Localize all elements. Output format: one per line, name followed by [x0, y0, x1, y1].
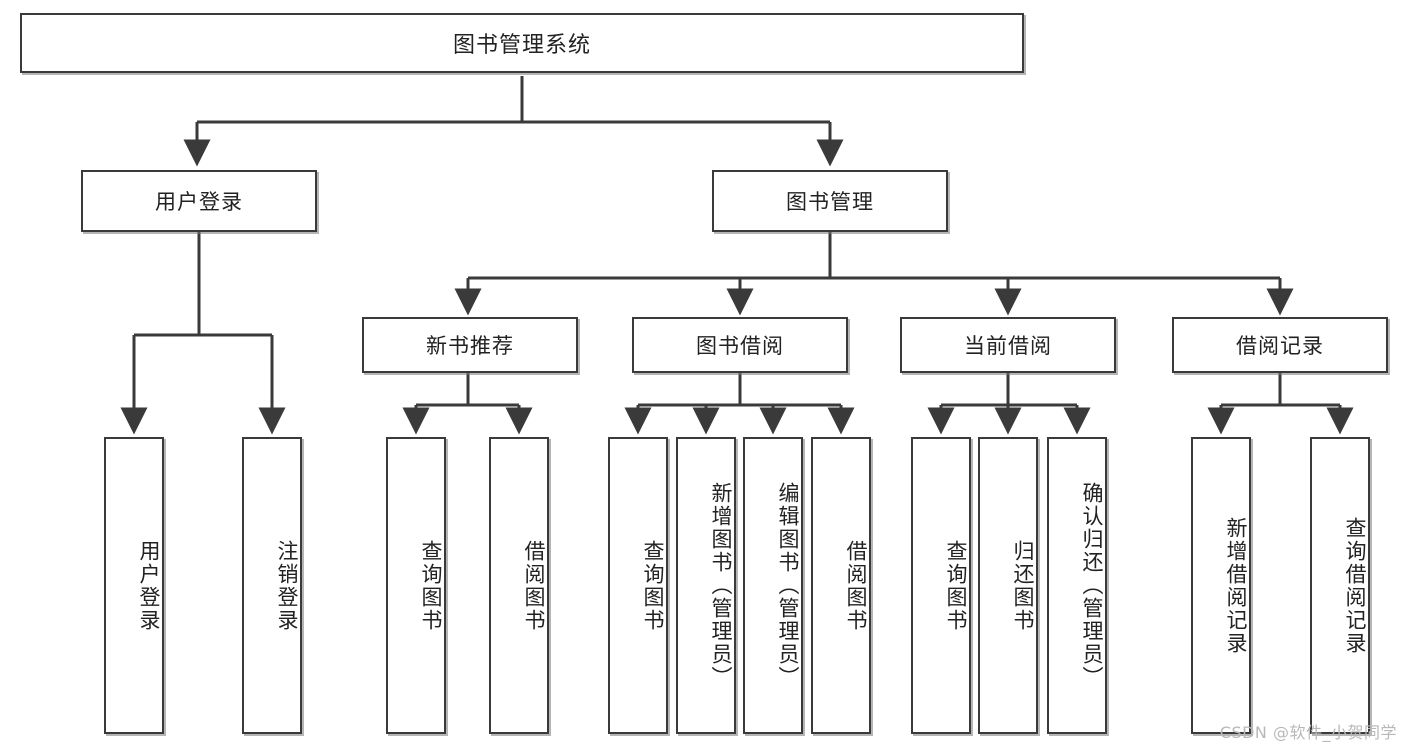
- node-leaf-add-record[interactable]: 新增借阅记录: [1191, 437, 1251, 734]
- node-leaf-edit-book[interactable]: 编辑图书（管理员）: [743, 437, 803, 734]
- node-leaf-query-record[interactable]: 查询借阅记录: [1310, 437, 1370, 734]
- node-leaf-return-book-label: 归还图书: [1011, 539, 1035, 632]
- node-leaf-borrow-book-1[interactable]: 借阅图书: [489, 437, 549, 734]
- node-leaf-borrow-book-2-label: 借阅图书: [844, 539, 868, 632]
- node-root-label: 图书管理系统: [452, 33, 591, 58]
- node-new-book-recommend[interactable]: 新书推荐: [362, 317, 578, 373]
- node-leaf-query-book-3-label: 查询图书: [944, 539, 968, 632]
- node-leaf-return-book[interactable]: 归还图书: [978, 437, 1038, 734]
- node-leaf-user-logout-label: 注销登录: [275, 539, 299, 632]
- node-leaf-add-book-label: 新增图书（管理员）: [709, 482, 733, 689]
- node-new-book-recommend-label: 新书推荐: [426, 334, 514, 358]
- node-leaf-confirm-return-label: 确认归还（管理员）: [1080, 482, 1104, 689]
- node-leaf-query-book-1[interactable]: 查询图书: [386, 437, 446, 734]
- node-leaf-query-book-1-label: 查询图书: [419, 539, 443, 632]
- csdn-watermark: CSDN @软件_小贺同学: [1219, 723, 1397, 742]
- node-user-login[interactable]: 用户登录: [81, 170, 317, 232]
- node-book-manage-label: 图书管理: [786, 190, 874, 214]
- node-borrow-record[interactable]: 借阅记录: [1172, 317, 1388, 373]
- node-leaf-query-book-3[interactable]: 查询图书: [911, 437, 971, 734]
- node-root[interactable]: 图书管理系统: [20, 13, 1024, 73]
- node-leaf-confirm-return[interactable]: 确认归还（管理员）: [1047, 437, 1107, 734]
- node-book-borrow[interactable]: 图书借阅: [632, 317, 848, 373]
- node-leaf-borrow-book-2[interactable]: 借阅图书: [811, 437, 871, 734]
- node-borrow-record-label: 借阅记录: [1236, 334, 1324, 358]
- node-book-borrow-label: 图书借阅: [696, 334, 784, 358]
- node-leaf-user-login-label: 用户登录: [137, 539, 161, 632]
- node-leaf-query-book-2-label: 查询图书: [641, 539, 665, 632]
- node-leaf-add-book[interactable]: 新增图书（管理员）: [676, 437, 736, 734]
- node-leaf-user-login[interactable]: 用户登录: [104, 437, 164, 734]
- node-leaf-query-record-label: 查询借阅记录: [1343, 516, 1367, 655]
- node-leaf-borrow-book-1-label: 借阅图书: [522, 539, 546, 632]
- node-leaf-query-book-2[interactable]: 查询图书: [608, 437, 668, 734]
- node-user-login-label: 用户登录: [155, 190, 243, 214]
- node-current-borrow-label: 当前借阅: [964, 334, 1052, 358]
- node-leaf-edit-book-label: 编辑图书（管理员）: [776, 482, 800, 689]
- node-leaf-user-logout[interactable]: 注销登录: [242, 437, 302, 734]
- node-current-borrow[interactable]: 当前借阅: [900, 317, 1116, 373]
- node-book-manage[interactable]: 图书管理: [712, 170, 948, 232]
- node-leaf-add-record-label: 新增借阅记录: [1224, 516, 1248, 655]
